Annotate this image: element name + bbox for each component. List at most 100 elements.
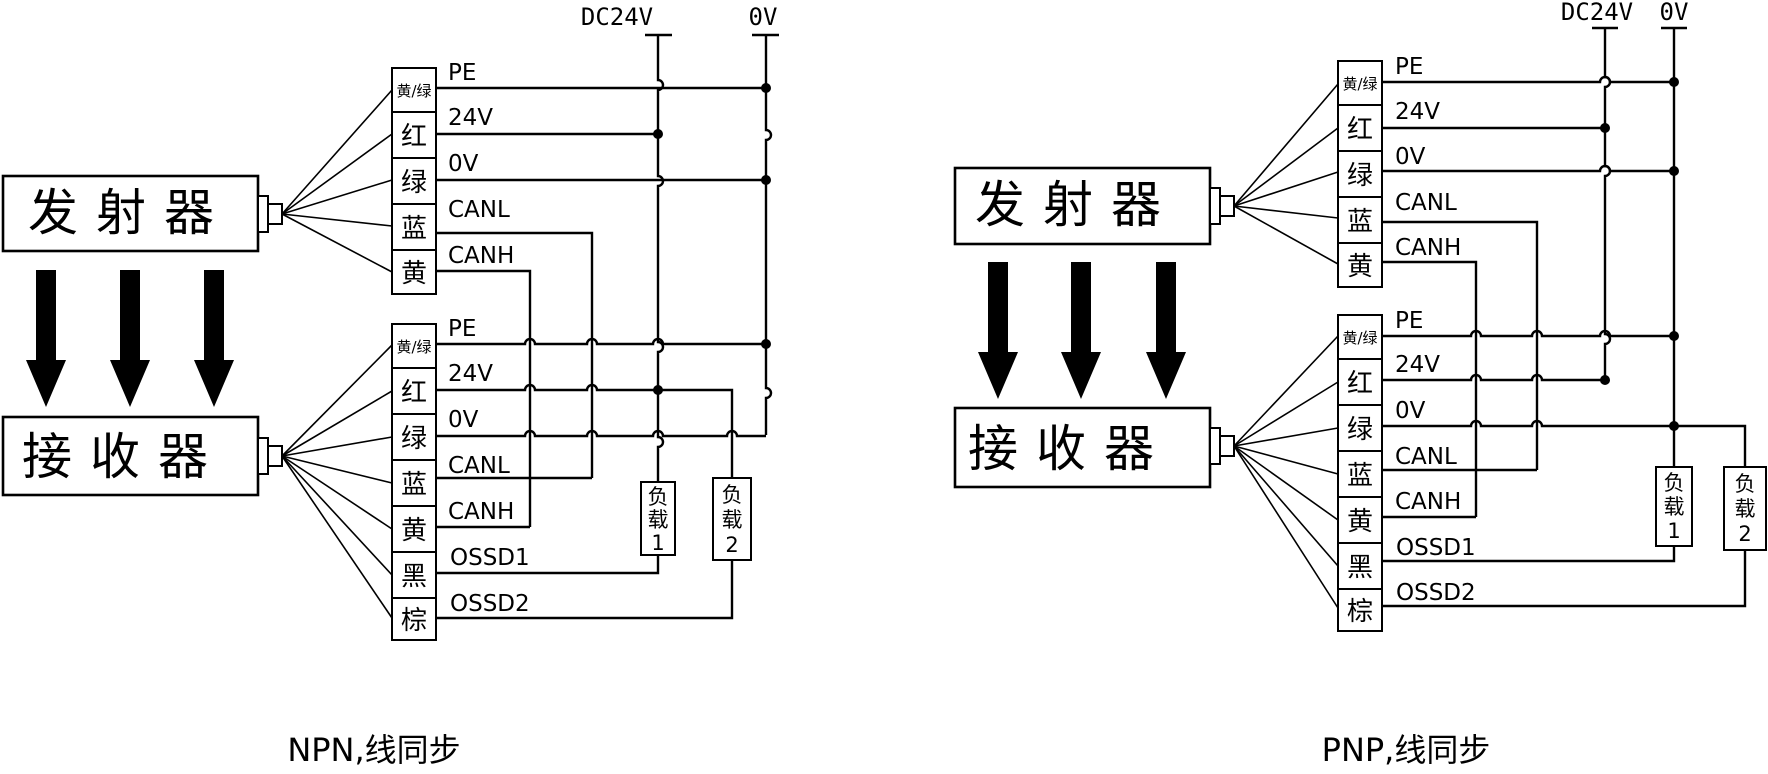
npn-rx-wire-ossd2 — [436, 560, 734, 620]
pnp-rx-wire-ossd1 — [1382, 546, 1676, 563]
pnp-tx-signal-canl: CANL — [1395, 190, 1457, 216]
npn-tx-cell-0v — [391, 157, 437, 205]
npn-transmitter-signals: PE 24V 0V CANL CANH — [448, 60, 514, 269]
npn-rx-signal-canl: CANL — [448, 453, 510, 479]
pnp-0v-label: 0V — [1660, 0, 1689, 26]
pnp-rx-signal-ossd1: OSSD1 — [1396, 535, 1476, 561]
npn-transmitter-label: 发射器 — [28, 184, 232, 242]
npn-rx-signal-pe: PE — [448, 316, 476, 342]
npn-transmitter-box — [1, 174, 260, 253]
pnp-rx-wire-24v — [1382, 373, 1605, 382]
pnp-transmitter-connector — [1209, 187, 1221, 225]
npn-rx-wire-pe — [436, 337, 766, 346]
npn-receiver-plug — [267, 445, 283, 467]
pnp-receiver-fan — [1233, 335, 1339, 609]
npn-tx-color-0v: 绿 — [401, 168, 427, 198]
svg-text:载: 载 — [1664, 495, 1685, 519]
npn-arrow-3 — [194, 270, 234, 407]
npn-tx-signal-canh: CANH — [448, 243, 514, 269]
npn-arrow-2 — [110, 270, 150, 407]
npn-rx-signal-ossd1: OSSD1 — [450, 545, 530, 571]
pnp-tx-signal-24v: 24V — [1395, 99, 1440, 125]
pnp-tx-signal-canh: CANH — [1395, 235, 1461, 261]
npn-rx-color-ossd2: 棕 — [401, 606, 427, 636]
npn-caption: NPN,线同步 — [287, 731, 460, 769]
npn-rx-color-24v: 红 — [401, 378, 427, 408]
pnp-signal-arrows — [978, 262, 1186, 399]
npn-load-1: 负 载 1 — [640, 481, 676, 556]
pnp-rx-signal-pe: PE — [1395, 308, 1423, 334]
npn-transmitter-color-cells: 黄/绿 红 绿 蓝 黄 — [391, 67, 437, 295]
npn-dc24v-label: DC24V — [581, 3, 653, 31]
npn-tx-wire-canl — [436, 231, 594, 478]
npn-receiver-color-cells: 黄/绿 红 绿 蓝 黄 黑 棕 — [391, 323, 437, 641]
npn-signal-arrows — [26, 270, 234, 407]
pnp-load-2: 负 载 2 — [1723, 466, 1767, 551]
npn-tx-cell-pe — [391, 67, 437, 113]
pnp-transmitter-fan — [1233, 83, 1339, 265]
pnp-rx-signal-ossd2: OSSD2 — [1396, 580, 1476, 606]
pnp-rx-color-ossd1: 黑 — [1347, 553, 1373, 583]
pnp-dc24v-label: DC24V — [1561, 0, 1633, 26]
pnp-rx-signal-canh: CANH — [1395, 489, 1461, 515]
panel-pnp: DC24V 0V 发射器 黄/绿 红 绿 蓝 黄 — [953, 0, 1767, 769]
pnp-rx-wire-0v — [1382, 419, 1747, 467]
pnp-tx-color-canl: 蓝 — [1347, 207, 1373, 237]
npn-receiver-signals: PE 24V 0V CANL CANH OSSD1 OSSD2 — [448, 316, 530, 617]
npn-arrow-1 — [26, 270, 66, 407]
pnp-transmitter-wires — [1382, 75, 1679, 517]
npn-tx-signal-0v: 0V — [448, 151, 479, 177]
npn-transmitter-fan — [281, 89, 393, 273]
npn-receiver-label: 接收器 — [22, 428, 226, 486]
pnp-tx-wire-pe — [1382, 75, 1674, 84]
pnp-rx-signal-0v: 0V — [1395, 398, 1426, 424]
pnp-transmitter-color-cells: 黄/绿 红 绿 蓝 黄 — [1337, 60, 1383, 288]
npn-rx-signal-canh: CANH — [448, 499, 514, 525]
npn-rx-color-0v: 绿 — [401, 424, 427, 454]
panel-npn: DC24V 0V 发射器 黄/绿 红 绿 — [1, 3, 779, 769]
npn-0v-rail — [764, 35, 773, 435]
pnp-rx-color-canh: 黄 — [1347, 507, 1373, 537]
svg-text:载: 载 — [648, 508, 669, 532]
pnp-tx-color-pe: 黄/绿 — [1342, 75, 1377, 93]
npn-0v-label: 0V — [749, 3, 778, 31]
pnp-arrow-1 — [978, 262, 1018, 399]
npn-tx-wire-canh — [436, 269, 532, 527]
npn-rx-wire-0v — [436, 429, 766, 438]
pnp-rx-color-pe: 黄/绿 — [1342, 329, 1377, 347]
svg-text:1: 1 — [1667, 519, 1680, 543]
pnp-receiver-box — [953, 406, 1212, 489]
pnp-receiver-plug — [1219, 435, 1235, 457]
pnp-transmitter-signals: PE 24V 0V CANL CANH — [1395, 54, 1461, 261]
pnp-tx-wire-canh — [1382, 260, 1478, 517]
npn-transmitter-plug — [267, 203, 283, 225]
npn-receiver-fan — [281, 344, 393, 619]
pnp-arrow-2 — [1061, 262, 1101, 399]
svg-text:1: 1 — [651, 531, 664, 555]
npn-rx-wire-24v — [436, 383, 734, 478]
npn-transmitter-connector — [257, 195, 269, 233]
npn-rx-color-pe: 黄/绿 — [396, 338, 431, 356]
npn-transmitter-wires — [436, 83, 771, 527]
npn-receiver-connector — [257, 437, 269, 475]
pnp-tx-color-24v: 红 — [1347, 115, 1373, 145]
pnp-tx-wire-canl — [1382, 220, 1539, 470]
npn-rx-color-canl: 蓝 — [401, 470, 427, 500]
pnp-tx-color-0v: 绿 — [1347, 161, 1373, 191]
pnp-caption: PNP,线同步 — [1322, 731, 1491, 769]
pnp-receiver-color-cells: 黄/绿 红 绿 蓝 黄 黑 棕 — [1337, 314, 1383, 632]
npn-rx-signal-0v: 0V — [448, 407, 479, 433]
pnp-rx-color-24v: 红 — [1347, 369, 1373, 399]
pnp-receiver-label: 接收器 — [968, 420, 1172, 478]
npn-receiver-box — [1, 415, 260, 497]
svg-text:载: 载 — [722, 508, 743, 532]
npn-tx-color-canl: 蓝 — [401, 214, 427, 244]
npn-tx-color-pe: 黄/绿 — [396, 82, 431, 100]
pnp-rx-signal-24v: 24V — [1395, 352, 1440, 378]
npn-tx-cell-24v — [391, 111, 437, 159]
npn-rx-signal-ossd2: OSSD2 — [450, 591, 530, 617]
npn-rx-color-ossd1: 黑 — [401, 562, 427, 592]
pnp-transmitter-plug — [1219, 195, 1235, 217]
npn-tx-color-24v: 红 — [401, 122, 427, 152]
